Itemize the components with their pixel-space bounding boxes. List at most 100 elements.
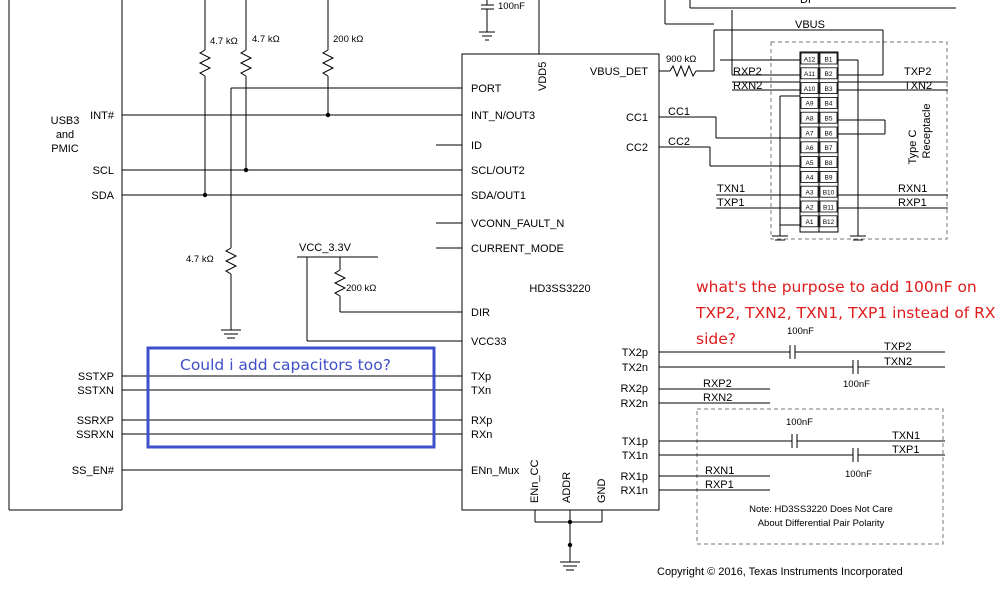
- vbus-label: VBUS: [795, 19, 825, 31]
- connector-pin-label-b2: B2: [825, 71, 833, 78]
- connector-pin-box-a7: [800, 126, 819, 139]
- ic-pin-current: CURRENT_MODE: [471, 243, 564, 255]
- ic-pin-tx2n: TX2n: [622, 362, 648, 374]
- connector-pin-label-a6: A6: [806, 145, 814, 152]
- r4-label: 4.7 kΩ: [186, 254, 214, 265]
- cc-nets: CC1 CC2: [659, 106, 800, 167]
- connector-pin-label-a9: A9: [806, 101, 814, 108]
- copyright: Copyright © 2016, Texas Instruments Inco…: [657, 566, 903, 578]
- rx2-lines: RXP2 RXN2: [659, 378, 770, 404]
- vcc-dir-network: VCC_3.3V 200 kΩ: [297, 242, 462, 342]
- connector-pin-box-b1: [819, 52, 838, 65]
- vcc-label: VCC_3.3V: [299, 242, 352, 254]
- net-txn2: TXN2: [884, 356, 912, 368]
- connector-pin-label-a11: A11: [804, 71, 815, 78]
- pin-sstxp: SSTXP: [78, 371, 114, 383]
- ic-pin-port: PORT: [471, 83, 502, 95]
- cap-txn1-label: 100nF: [786, 417, 813, 428]
- usb3-pmic-block: USB3 and PMIC INT# SCL SDA SSTXP SSTXN S…: [8, 0, 123, 511]
- connector-pin-label-a8: A8: [806, 116, 814, 123]
- connector-pin-label-a5: A5: [806, 160, 814, 167]
- connector-pin-box-a2: [800, 200, 819, 213]
- connector-pin-label-b7: B7: [825, 145, 833, 152]
- net-txp1: TXP1: [892, 444, 920, 456]
- net-txn1-conn: TXN1: [717, 183, 745, 195]
- connector-pin-label-b11: B11: [823, 204, 834, 211]
- net-txp2: TXP2: [884, 341, 912, 353]
- connector-pin-box-b12: [819, 215, 838, 228]
- mcu-label-3: PMIC: [51, 143, 79, 155]
- connector-pin-box-a10: [800, 82, 819, 94]
- ic-pin-gnd: GND: [596, 479, 608, 504]
- pin-sstxn: SSTXN: [77, 385, 114, 397]
- pullup-resistors: 4.7 kΩ 4.7 kΩ 200 kΩ: [198, 0, 363, 198]
- connector-pin-label-b6: B6: [825, 130, 833, 137]
- ic-pin-dir: DIR: [471, 307, 490, 319]
- ic-pin-id: ID: [471, 140, 482, 152]
- net-txn1: TXN1: [892, 430, 920, 442]
- question-red-line-3: side?: [696, 330, 736, 348]
- vbus-det-network: 900 kΩ VBUS DP: [659, 0, 956, 78]
- net-rxn1-conn: RXN1: [898, 183, 927, 195]
- connector-pin-box-a5: [800, 156, 819, 169]
- connector-pin-label-b1: B1: [825, 56, 833, 63]
- connector-pin-box-a3: [800, 185, 819, 198]
- ic-pin-cc1: CC1: [626, 112, 648, 124]
- connector-pin-box-a1: [800, 215, 819, 228]
- ic-ground-network: [534, 510, 603, 571]
- connector-pin-label-a4: A4: [806, 175, 814, 182]
- ic-pin-enncc: ENn_CC: [529, 460, 541, 503]
- connector-pin-label-a7: A7: [806, 130, 814, 137]
- net-txp2-conn: TXP2: [904, 66, 932, 78]
- connector-pin-label-b9: B9: [825, 175, 833, 182]
- connector-pin-label-b3: B3: [825, 86, 833, 93]
- ic-pin-rx1p: RX1p: [620, 471, 648, 483]
- net-rxp1-conn: RXP1: [898, 197, 927, 209]
- connector-pin-box-a8: [800, 111, 819, 124]
- pin-scl: SCL: [93, 165, 114, 177]
- question-red-line-1: what's the purpose to add 100nF on: [696, 278, 977, 296]
- pin-int: INT#: [90, 110, 115, 122]
- connector-pin-label-b5: B5: [825, 116, 833, 123]
- connector-pin-box-b6: [819, 126, 838, 139]
- connector-pin-label-a1: A1: [806, 219, 814, 226]
- r2-label: 4.7 kΩ: [252, 34, 280, 45]
- connector-pin-box-b3: [819, 82, 838, 94]
- connector-pin-box-a6: [800, 141, 819, 154]
- tx2-ac-caps: 100nF 100nF TXP2 TXN2: [659, 326, 945, 390]
- blue-highlight-box: [146, 346, 436, 449]
- ic-pin-addr: ADDR: [561, 472, 573, 503]
- connector-pin-label-b4: B4: [825, 101, 833, 108]
- connector-pin-box-b7: [819, 141, 838, 154]
- pin-sda: SDA: [91, 190, 114, 202]
- net-rxn2: RXN2: [703, 392, 732, 404]
- port-pulldown: 4.7 kΩ: [186, 87, 462, 339]
- ic-pin-rx2p: RX2p: [620, 383, 648, 395]
- hd3ss3220-ic: VDD5 HD3SS3220 PORT INT_N/OUT3 ID SCL/OU…: [461, 53, 660, 511]
- ic-pin-tx2p: TX2p: [622, 347, 648, 359]
- cap-txp1-label: 100nF: [845, 469, 872, 480]
- ic-pin-tx1n: TX1n: [622, 450, 648, 462]
- connector-pin-box-b10: [819, 185, 838, 198]
- question-red-line-2: TXP2, TXN2, TXN1, TXP1 instead of RX: [695, 304, 996, 322]
- connector-pin-label-b12: B12: [823, 219, 835, 226]
- ic-pin-rx2n: RX2n: [620, 398, 648, 410]
- net-cc1: CC1: [668, 106, 690, 118]
- connector-pin-label-a10: A10: [804, 86, 816, 93]
- pin-ss-en: SS_EN#: [72, 465, 115, 477]
- connector-pin-box-b5: [819, 111, 838, 124]
- ic-pin-vconn: VCONN_FAULT_N: [471, 218, 564, 230]
- connector-pin-box-b2: [819, 67, 838, 80]
- connector-pin-label-a12: A12: [804, 56, 816, 63]
- connector-pin-label-b10: B10: [823, 190, 835, 197]
- net-rxn2-conn: RXN2: [733, 80, 762, 92]
- net-cc2: CC2: [668, 136, 690, 148]
- net-rxp1: RXP1: [705, 479, 734, 491]
- connector-pin-box-b8: [819, 156, 838, 169]
- connector-pin-box-a12: [800, 52, 819, 65]
- ic-pin-txn: TXn: [471, 385, 491, 397]
- mcu-label-2: and: [56, 129, 74, 141]
